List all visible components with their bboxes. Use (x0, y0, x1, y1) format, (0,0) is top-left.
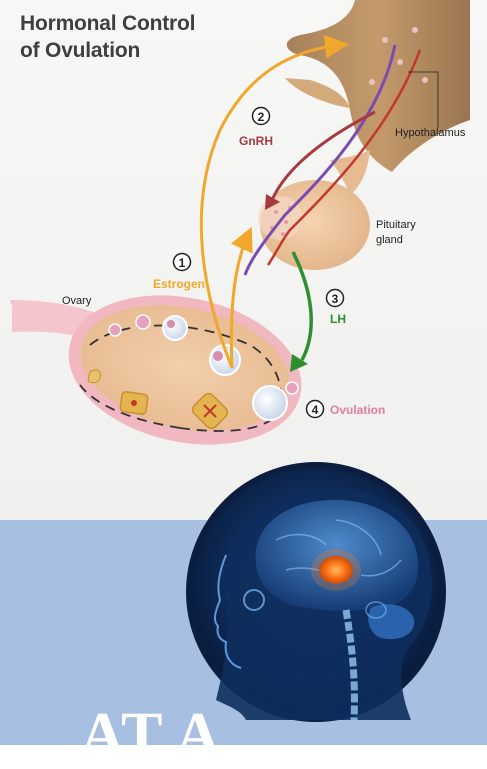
step-2-number: 2 (258, 110, 265, 124)
follicle-small-2 (136, 315, 150, 329)
footer-heading: AT A (80, 705, 221, 765)
step-1-marker: 1 (174, 254, 191, 271)
ovulation-label: Ovulation (330, 403, 385, 417)
pituitary-label-line-1: Pituitary (376, 219, 416, 231)
corpus-luteum-1 (120, 391, 149, 414)
hypothalamus-label: Hypothalamus (395, 127, 466, 139)
step-3-number: 3 (332, 292, 339, 306)
step-2-marker: 2 (253, 108, 270, 125)
ovary-shape (10, 275, 315, 465)
step-1-number: 1 (179, 256, 186, 270)
gnrh-label: GnRH (239, 134, 273, 148)
step-3-marker: 3 (327, 290, 344, 307)
brain-illustration-wrap (186, 460, 487, 745)
follicle-small-1 (109, 324, 121, 336)
released-egg (286, 382, 298, 394)
hypothalamus-shape (285, 0, 470, 172)
ovulation-diagram: 2 GnRH 1 Estrogen 3 LH 4 Ovulation Hypot… (0, 0, 487, 520)
pituitary-label-line-2: gland (376, 234, 403, 246)
estrogen-label: Estrogen (153, 277, 205, 291)
step-4-number: 4 (312, 403, 319, 417)
follicle-mature (253, 386, 287, 420)
step-4-marker: 4 (307, 401, 324, 418)
corpus-albicans (88, 370, 100, 383)
lh-label: LH (330, 312, 346, 326)
brain-illustration (186, 460, 487, 745)
follicle-medium-1 (163, 316, 187, 340)
ovary-label: Ovary (62, 295, 92, 307)
